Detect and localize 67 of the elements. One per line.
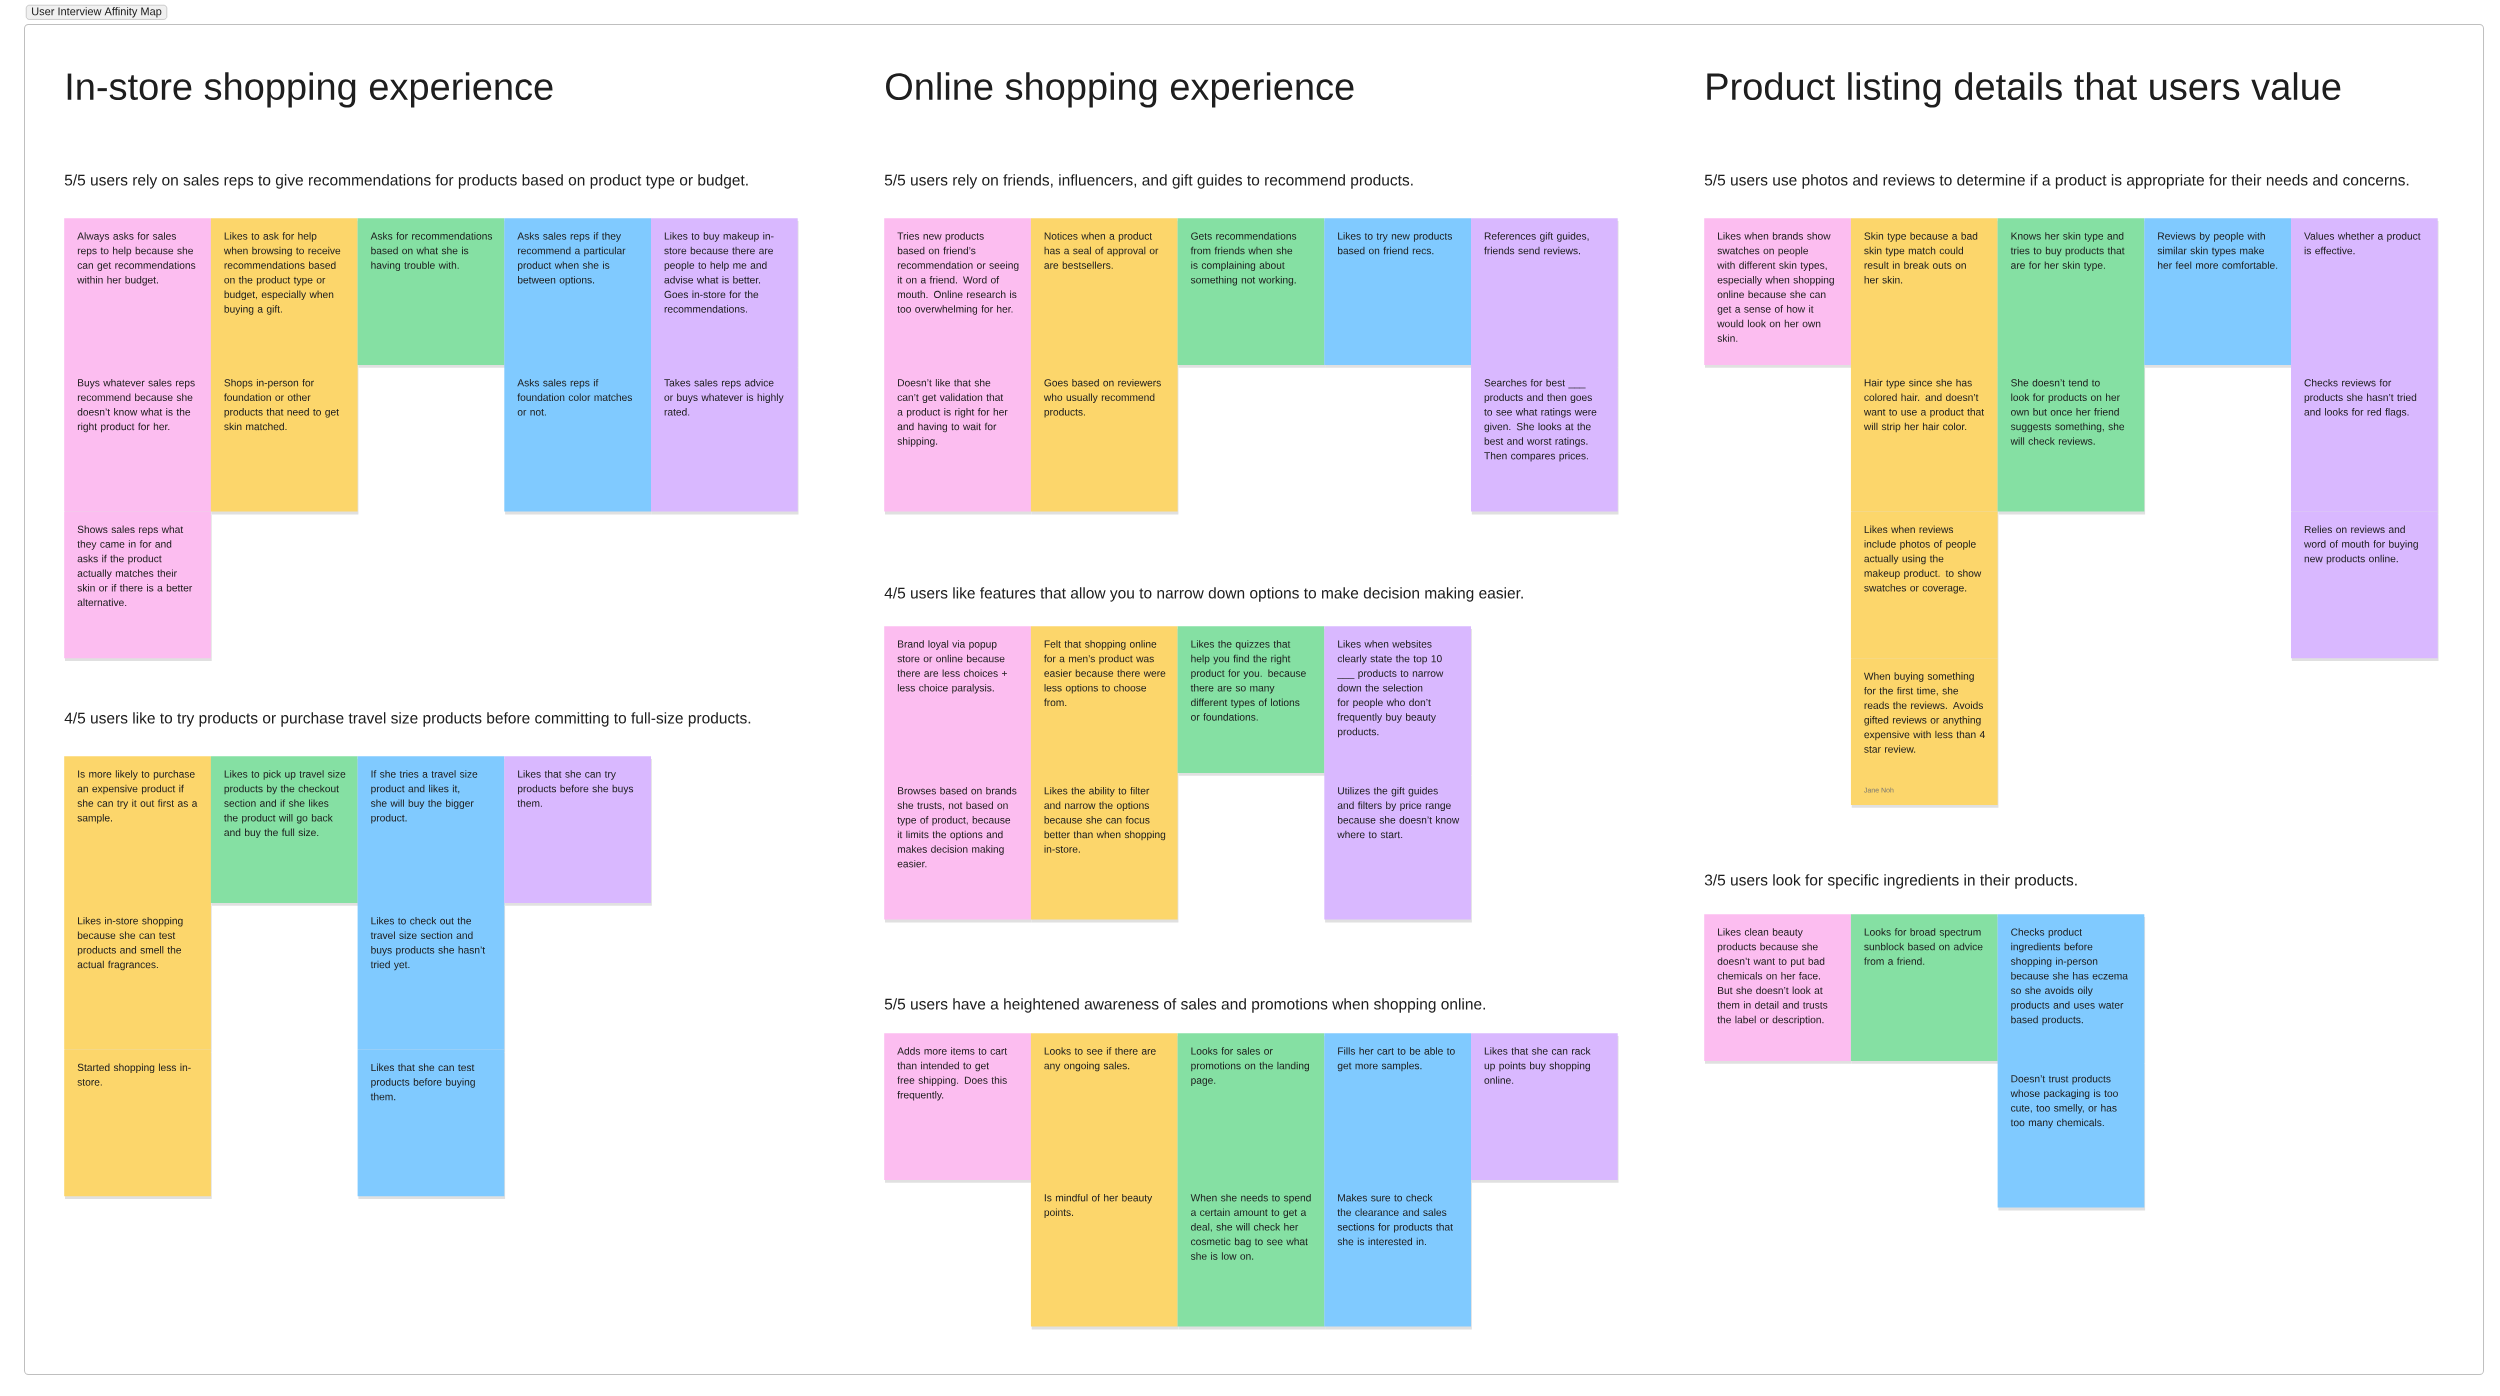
section-heading: Online shopping experience <box>886 72 1354 108</box>
sticky-note: Makes sure to check the clearance and sales sections for products that she is interested in. <box>1324 1179 1472 1330</box>
sticky-note: Felt that shopping online for a men’s product was easier because there were less options to choose from. <box>1030 626 1179 776</box>
sticky-note: If she tries a travel size product and likes it, she will buy the bigger product. <box>357 756 506 906</box>
sticky-note: Is mindful of her beauty points. <box>1030 1179 1179 1330</box>
sticky-note: When she needs to spend a certain amount to get a deal, she will check her cosmetic bag to see what she is low on. <box>1177 1179 1326 1330</box>
sticky-note: Shops in-person for foundation or other products that need to get skin matched. <box>210 364 359 515</box>
sticky-note: Goes based on reviewers who usually recommend products. <box>1030 364 1179 515</box>
sticky-note: Notices when a product has a seal of approval or are bestsellers. <box>1030 218 1179 368</box>
sticky-note: Reviews by people with similar skin types make her feel more comfortable. <box>2144 218 2292 368</box>
sticky-note: Adds more items to cart than intended to get free shipping. Does this frequently. <box>884 1033 1032 1183</box>
sticky-note: Likes to ask for help when browsing to receive recommendations based on the product type or budget, especially when buying a gift. <box>210 218 359 368</box>
sticky-note: Likes in-store shopping because she can test products and smell the actual fragrances. <box>64 902 212 1053</box>
sticky-note: Hair type since she has colored hair. and doesn’t want to use a product that will strip her hair color. <box>1850 364 1999 515</box>
sticky-note: Likes to pick up travel size products by the checkout section and if she likes the product will go back and buy the full size. <box>210 756 359 906</box>
sticky-note: Browses based on brands she trusts, not based on type of product, because it limits the options and makes decision making easier. <box>884 772 1032 923</box>
sticky-note: Looks for broad spectrum sunblock based on advice from a friend. <box>1850 914 1999 1064</box>
sticky-note: Doesn’t trust products whose packaging is too cute, too smelly, or has too many chemicals. <box>1997 1060 2146 1211</box>
sticky-note: Fills her cart to be able to get more samples. <box>1324 1033 1472 1183</box>
sticky-note: Likes that she can test products before buying them. <box>357 1049 506 1200</box>
sticky-note: Always asks for sales reps to help because she can get recommendations within her budget. <box>64 218 212 368</box>
sticky-note: Values whether a product is effective. <box>2291 218 2439 368</box>
sticky-note: Utilizes the gift guides and filters by price range because she doesn’t know where to start. <box>1324 772 1472 923</box>
sticky-note: Likes the quizzes that help you find the right product for you. because there are so many different types of lotions or foundations. <box>1177 626 1326 776</box>
sticky-note: References gift guides, friends send reviews. <box>1471 218 1619 368</box>
cluster-heading: 5/5 users rely on sales reps to give recommendations for products based on product type or budget. <box>64 174 748 189</box>
sticky-note: Looks for sales or promotions on the landing page. <box>1177 1033 1326 1183</box>
sticky-note: Takes sales reps advice or buys whatever is highly rated. <box>651 364 799 515</box>
sticky-note: Asks sales reps if they recommend a particular product when she is between options. <box>504 218 652 368</box>
sticky-note: Likes the ability to filter and narrow the options because she can focus better than when shopping in-store. <box>1030 772 1179 923</box>
sticky-note: Relies on reviews and word of mouth for buying new products online. <box>2291 511 2439 662</box>
cluster-heading: 4/5 users like features that allow you to narrow down options to make decision making easier. <box>884 587 1523 602</box>
sticky-note: Searches for best ___ products and then goes to see what ratings were given. She looks at the best and worst ratings. Then compares prices. <box>1471 364 1619 515</box>
sticky-note: Likes clean beauty products because she doesn’t want to put bad chemicals on her face. But she doesn’t look at them in detail and trusts the label or description. <box>1704 914 1852 1064</box>
frame <box>24 24 2484 1375</box>
sticky-note: Looks to see if there are any ongoing sales. <box>1030 1033 1179 1183</box>
sticky-note: Brand loyal via popup store or online because there are less choices + less choice paralysis. <box>884 626 1032 776</box>
sticky-note: Buys whatever sales reps recommend because she doesn’t know what is the right product for her. <box>64 364 212 515</box>
section-heading: In-store shopping experience <box>67 72 553 108</box>
sticky-note: Likes to try new products based on friend recs. <box>1324 218 1472 368</box>
sticky-note: Tries new products based on friend’s recommendation or seeing it on a friend. Word of mouth. Online research is too overwhelming for her. <box>884 218 1032 368</box>
cluster-heading: 5/5 users rely on friends, influencers, and gift guides to recommend products. <box>884 174 1413 189</box>
sticky-note: Is more likely to purchase an expensive product if she can try it out first as a sample. <box>64 756 212 906</box>
sticky-note: Knows her skin type and tries to buy products that are for her skin type. <box>1997 218 2146 368</box>
sticky-note: Asks for recommendations based on what she is having trouble with. <box>357 218 506 368</box>
sticky-note: Asks sales reps if foundation color matches or not. <box>504 364 652 515</box>
sticky-note: Likes that she can rack up points buy shopping online. <box>1471 1033 1619 1183</box>
sticky-note: Shows sales reps what they came in for and asks if the product actually matches their skin or if there is a better alternative. <box>64 511 212 662</box>
sticky-note: Skin type because a bad skin type match could result in break outs on her skin. <box>1850 218 1999 368</box>
sticky-note: Checks product ingredients before shopping in-person because she has eczema so she avoids oily products and uses water based products. <box>1997 914 2146 1064</box>
sticky-note: Likes to buy makeup in-store because there are people to help me and advise what is better. Goes in-store for the recommendations. <box>651 218 799 368</box>
sticky-note: Likes when websites clearly state the top 10 ___ products to narrow down the selection for people who don’t frequently buy beauty products. <box>1324 626 1472 776</box>
section-heading: Product listing details that users value <box>1707 72 2341 108</box>
sticky-note: Likes when brands show swatches on people with different skin types, especially when shopping online because she can get a sense of how it would look on her own skin. <box>1704 218 1852 368</box>
sticky-note: She doesn’t tend to look for products on her own but once her friend suggests something, she will check reviews. <box>1997 364 2146 515</box>
cluster-heading: 5/5 users have a heightened awareness of sales and promotions when shopping online. <box>884 998 1485 1013</box>
cluster-heading: 5/5 users use photos and reviews to determine if a product is appropriate for their needs and concerns. <box>1704 174 2409 189</box>
cluster-heading: 4/5 users like to try products or purchase travel size products before committing to full-size products. <box>64 712 751 727</box>
frame-label: User Interview Affinity Map <box>26 5 168 20</box>
cluster-heading: 3/5 users look for specific ingredients in their products. <box>1704 874 2077 889</box>
sticky-note: Checks reviews for products she hasn’t tried and looks for red flags. <box>2291 364 2439 515</box>
sticky-note: Likes when reviews include photos of people actually using the makeup product. to show swatches or coverage. <box>1850 511 1999 662</box>
sticky-note: Likes to check out the travel size section and buys products she hasn’t tried yet. <box>357 902 506 1053</box>
sticky-note: Likes that she can try products before she buys them. <box>504 756 652 906</box>
sticky-note: Doesn’t like that she can’t get validation that a product is right for her and having to wait for shipping. <box>884 364 1032 515</box>
sticky-note: Gets recommendations from friends when she is complaining about something not working. <box>1177 218 1326 368</box>
sticky-note: Started shopping less in-store. <box>64 1049 212 1200</box>
